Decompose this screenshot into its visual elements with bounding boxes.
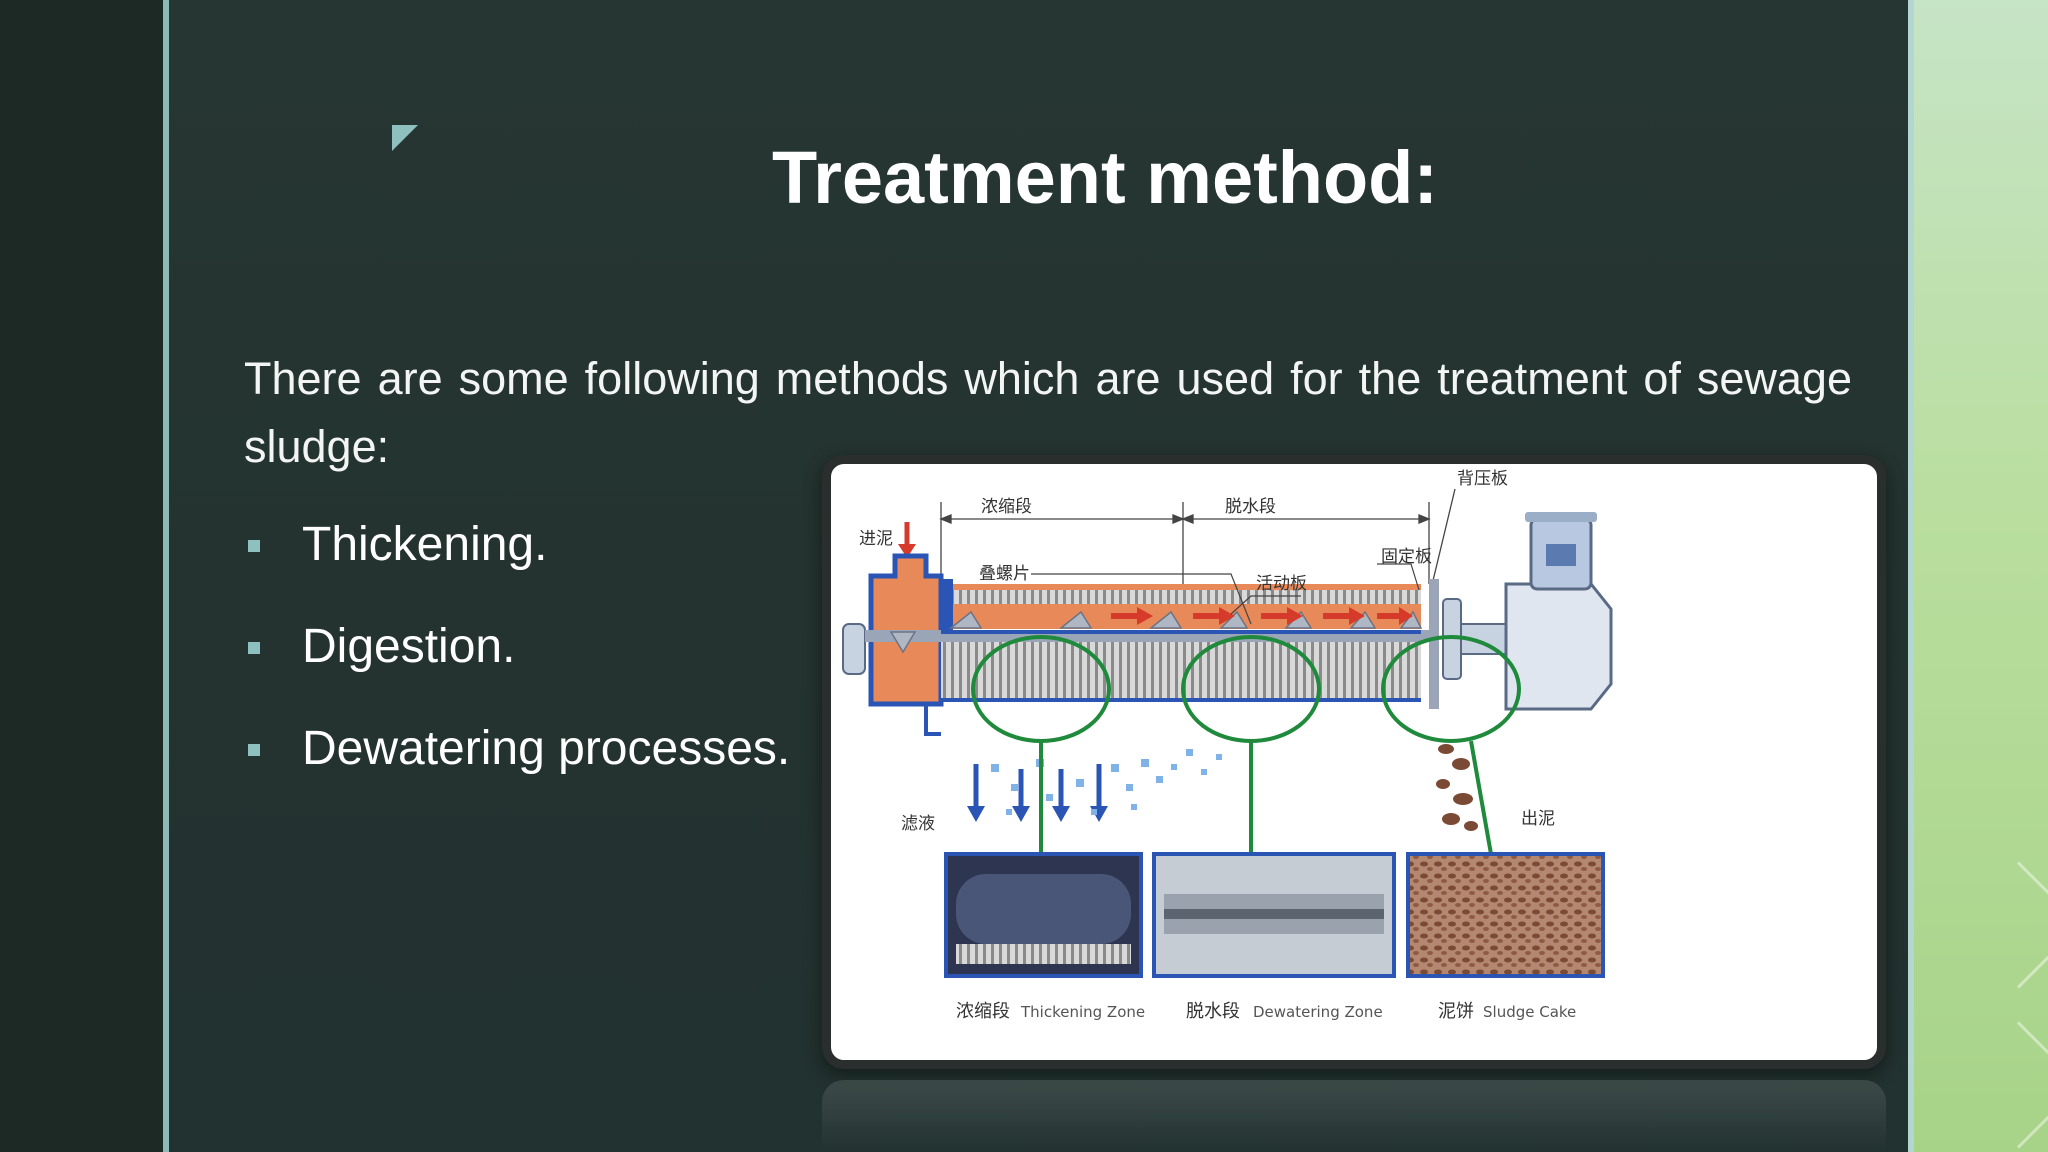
sludge-cake-falling [1436, 744, 1478, 831]
inlet-arrow-icon [898, 522, 916, 558]
caption-thickening-cn: 浓缩段 [956, 1001, 1010, 1022]
zoom-markers [971, 635, 1521, 855]
corner-triangle-icon [392, 125, 418, 151]
methods-list: Thickening. Digestion. Dewatering proces… [246, 510, 790, 816]
label-thickening-section: 浓缩段 [981, 497, 1032, 517]
left-flange [842, 623, 866, 675]
dimension-lines [939, 502, 1431, 584]
screw-flights [889, 610, 1423, 654]
label-moving-plate: 活动板 [1256, 574, 1307, 594]
caption-dewatering-cn: 脱水段 [1186, 1001, 1240, 1022]
flow-arrows [1111, 607, 1413, 625]
drive-motor [1504, 582, 1613, 711]
list-item: Thickening. [246, 510, 790, 612]
intro-paragraph: There are some following methods which a… [244, 353, 1852, 472]
figure-reflection [822, 1080, 1886, 1152]
filtrate-droplets [991, 749, 1222, 815]
label-stacked-screw: 叠螺片 [979, 564, 1030, 584]
screw-barrel-bottom [941, 642, 1421, 700]
list-item-text: Dewatering processes. [302, 722, 791, 775]
bullet-square-icon [248, 642, 260, 654]
caption-sludge-cake-cn: 泥饼 [1438, 1001, 1474, 1022]
label-back-pressure-plate: 背压板 [1457, 469, 1508, 489]
screw-press-diagram: 浓缩段 脱水段 背压板 进泥 [822, 455, 1886, 1069]
caption-sludge-cake-en: Sludge Cake [1483, 1003, 1576, 1021]
caption-thickening-en: Thickening Zone [1020, 1003, 1145, 1021]
left-divider-line [163, 0, 169, 1152]
label-fixed-plate: 固定板 [1381, 547, 1432, 567]
bullet-square-icon [248, 540, 260, 552]
list-item-text: Thickening. [302, 518, 548, 571]
label-filtrate: 滤液 [901, 814, 935, 834]
chevron-decoration-icon [1955, 861, 2048, 989]
list-item: Dewatering processes. [246, 714, 790, 816]
label-sludge-inlet: 进泥 [859, 529, 893, 549]
sludge-cake-photo [1406, 852, 1605, 978]
bullet-square-icon [248, 744, 260, 756]
filtrate-arrows-icon [967, 764, 1108, 822]
caption-dewatering-en: Dewatering Zone [1253, 1003, 1383, 1021]
slide-title: Treatment method: [771, 136, 1439, 219]
right-divider-line [1908, 0, 1914, 1152]
back-pressure-plate [1429, 579, 1439, 709]
left-sidebar-band [0, 0, 163, 1152]
label-sludge-out: 出泥 [1521, 809, 1555, 829]
list-item-text: Digestion. [302, 620, 516, 673]
right-decorative-strip [1914, 0, 2048, 1152]
chevron-decoration-icon [1955, 1021, 2048, 1149]
label-dewatering-section: 脱水段 [1225, 497, 1276, 517]
list-item: Digestion. [246, 612, 790, 714]
diagram-svg: 浓缩段 脱水段 背压板 进泥 [842, 469, 1613, 1022]
